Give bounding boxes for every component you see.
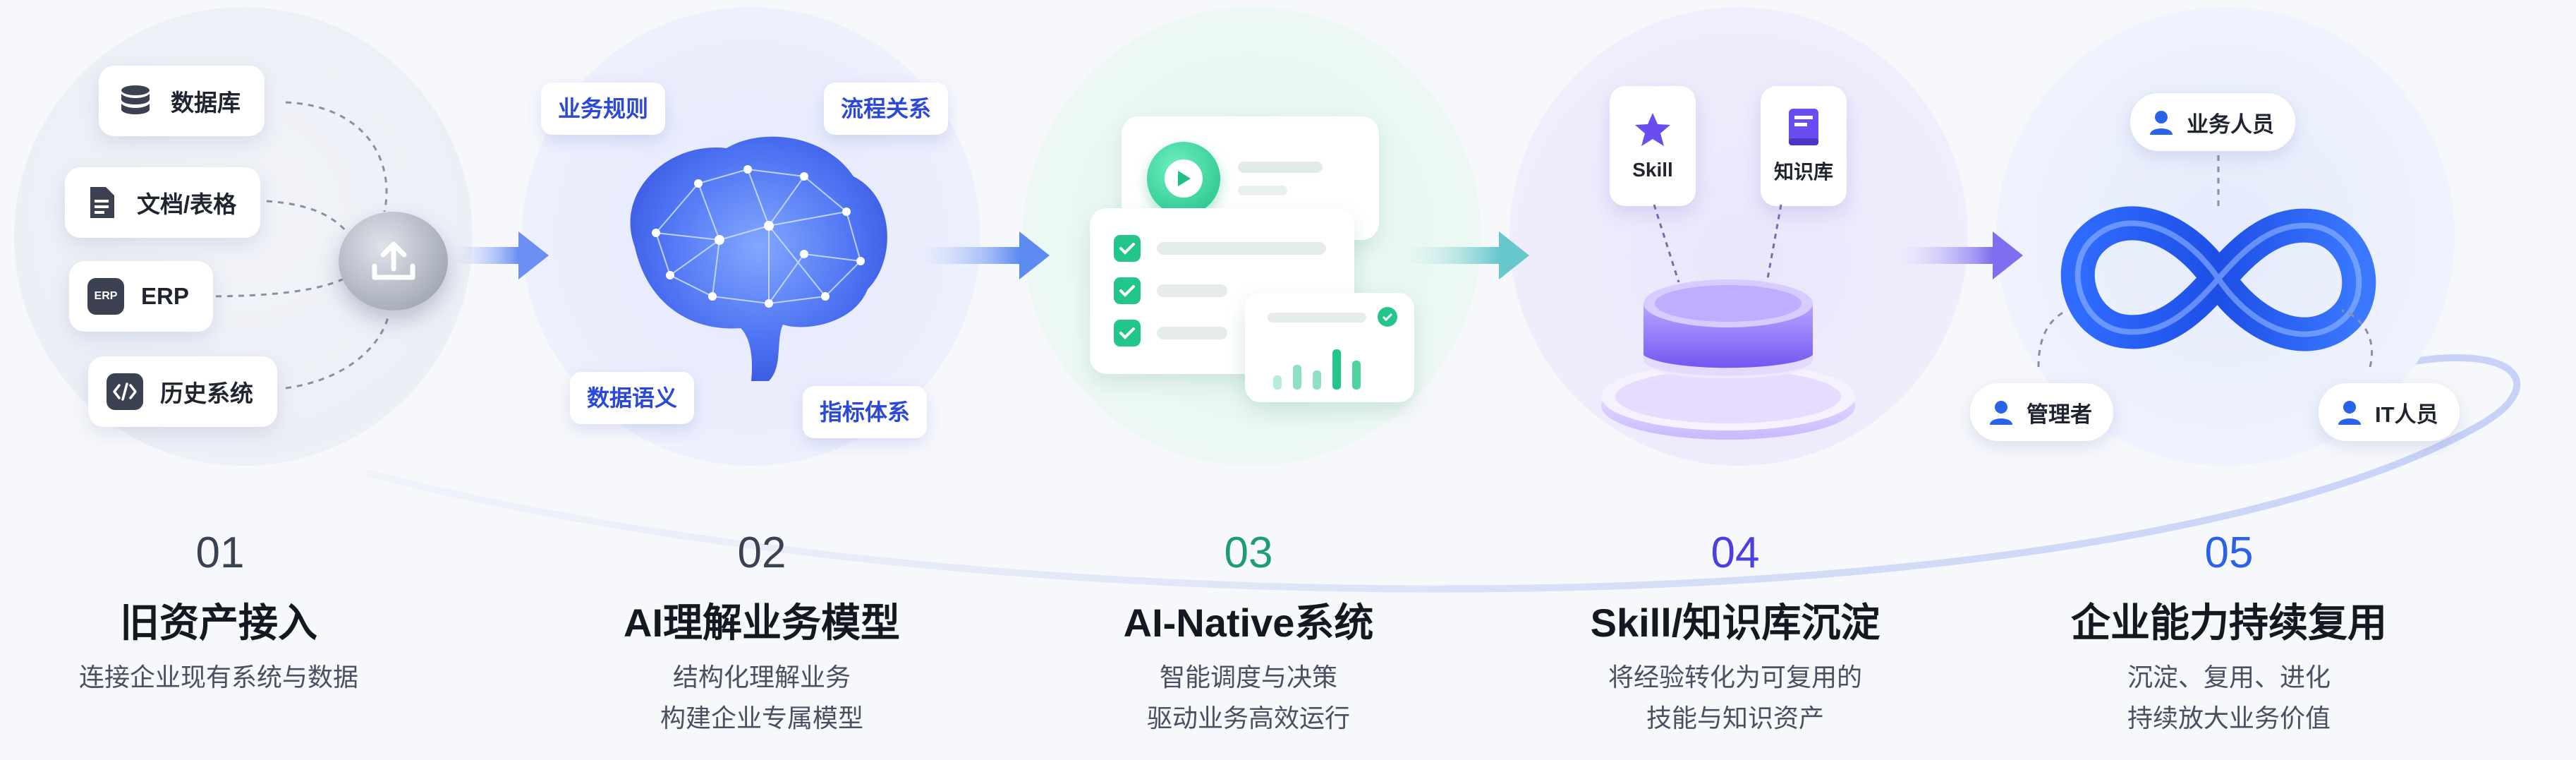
- person-icon: [1990, 401, 2012, 425]
- source-label-legacy: 历史系统: [160, 380, 253, 406]
- step-number: 02: [737, 529, 786, 577]
- step-title: 企业能力持续复用: [2071, 601, 2387, 645]
- step-desc-line: 连接企业现有系统与数据: [78, 663, 358, 692]
- database-icon: [117, 83, 154, 119]
- arrow-2-3: [917, 231, 1050, 279]
- play-icon: [1147, 142, 1220, 215]
- role-label: 管理者: [2027, 402, 2092, 427]
- role-business-staff[interactable]: 业务人员: [2130, 93, 2295, 151]
- step-number: 05: [2204, 529, 2254, 577]
- placeholder-line: [1268, 313, 1366, 322]
- step-number: 03: [1224, 529, 1273, 577]
- star-icon: [1635, 113, 1670, 146]
- step-desc-line: 驱动业务高效运行: [1146, 704, 1350, 732]
- placeholder-line: [1157, 242, 1326, 255]
- step-number: 01: [195, 529, 245, 577]
- source-card-document[interactable]: 文档/表格: [65, 167, 261, 238]
- document-icon: [83, 184, 120, 221]
- step-desc-line: 构建企业专属模型: [660, 704, 863, 732]
- source-card-erp[interactable]: ERP ERP: [69, 261, 213, 332]
- code-icon: [107, 373, 143, 410]
- checkbox-checked: [1114, 235, 1141, 262]
- person-icon: [2150, 111, 2173, 135]
- step-desc-line: 结构化理解业务: [672, 663, 851, 692]
- step-title: AI理解业务模型: [624, 601, 900, 645]
- step-title: AI-Native系统: [1123, 601, 1374, 645]
- book-icon: [1789, 109, 1818, 145]
- step-number: 04: [1711, 529, 1760, 577]
- source-card-legacy[interactable]: 历史系统: [88, 356, 277, 427]
- role-label: 业务人员: [2187, 111, 2274, 137]
- skill-chip[interactable]: Skill: [1610, 86, 1696, 206]
- placeholder-line: [1157, 284, 1227, 297]
- step-desc-line: 智能调度与决策: [1159, 663, 1337, 692]
- step-desc-line: 沉淀、复用、进化: [2127, 663, 2331, 692]
- podium-illustration: [1601, 204, 1855, 440]
- step-desc-line: 持续放大业务价值: [2127, 704, 2331, 732]
- check-badge-icon: [1378, 307, 1397, 327]
- stats-card: [1245, 293, 1414, 402]
- role-it-staff[interactable]: IT人员: [2319, 383, 2460, 441]
- brain-tag-data-semantics: 数据语义: [570, 372, 695, 424]
- placeholder-line: [1157, 327, 1227, 339]
- step-title: 旧资产接入: [120, 601, 317, 645]
- brain-tag-metrics-system: 指标体系: [803, 386, 928, 438]
- upload-hub[interactable]: [339, 212, 448, 310]
- placeholder-line: [1238, 186, 1287, 195]
- placeholder-line: [1238, 162, 1323, 173]
- source-label-erp: ERP: [141, 283, 189, 309]
- source-label-database: 数据库: [171, 90, 241, 116]
- knowledge-base-chip[interactable]: 知识库: [1761, 86, 1847, 206]
- arrow-3-4: [1404, 231, 1529, 279]
- upload-icon: [372, 241, 415, 280]
- checkbox-checked: [1114, 320, 1141, 346]
- role-connectors: [2037, 155, 2374, 368]
- skill-chip-label: Skill: [1632, 159, 1673, 181]
- bar-chart-icon: [1273, 349, 1361, 390]
- step-desc-line: 技能与知识资产: [1646, 704, 1824, 732]
- erp-icon-badge: ERP: [94, 290, 118, 302]
- brain-tag-business-rules: 业务规则: [541, 83, 666, 135]
- brain-illustration: [630, 136, 887, 381]
- brain-tag-process-relations: 流程关系: [824, 83, 949, 135]
- person-icon: [2338, 401, 2361, 425]
- step-title: Skill/知识库沉淀: [1590, 601, 1881, 645]
- role-label: IT人员: [2375, 402, 2438, 427]
- source-card-database[interactable]: 数据库: [99, 66, 265, 136]
- checkbox-checked: [1114, 277, 1141, 304]
- step-desc-line: 将经验转化为可复用的: [1608, 663, 1862, 692]
- arrow-4-5: [1897, 231, 2023, 279]
- knowledge-base-chip-label: 知识库: [1773, 161, 1833, 183]
- arrow-1-2: [451, 231, 549, 279]
- role-manager[interactable]: 管理者: [1970, 383, 2113, 441]
- infinity-loop-icon: [2060, 206, 2376, 351]
- erp-icon: ERP: [87, 278, 124, 315]
- source-label-document: 文档/表格: [137, 191, 237, 217]
